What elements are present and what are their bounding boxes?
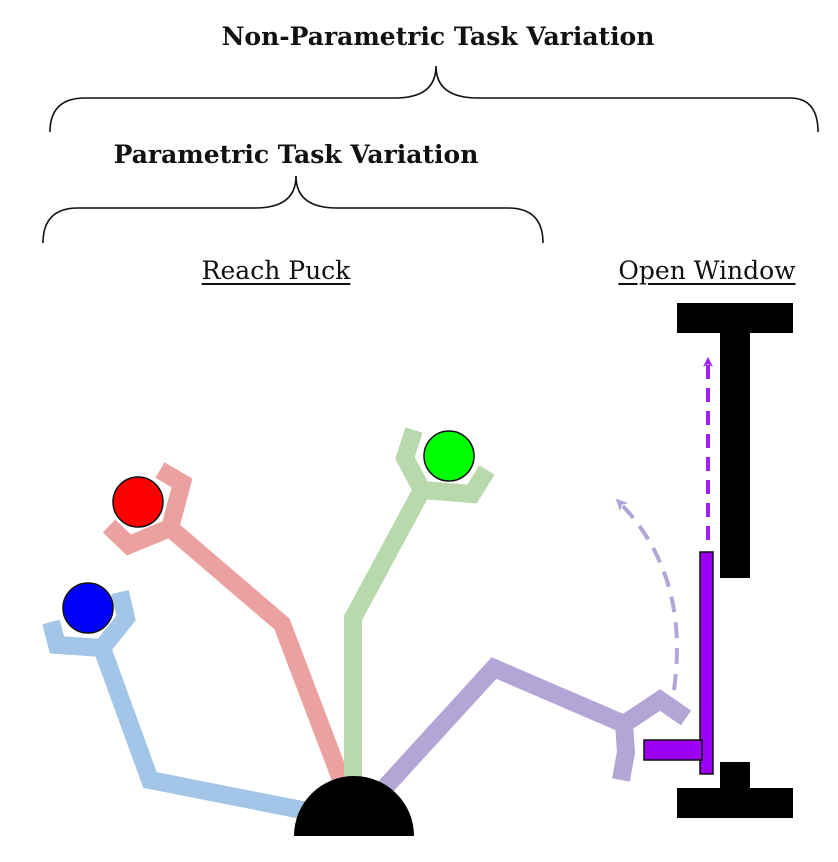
- parametric-title: Parametric Task Variation: [113, 140, 479, 169]
- window-handle: [643, 551, 714, 775]
- curved-arrow: [615, 498, 679, 691]
- window-frame: [677, 303, 793, 818]
- green-arm: [344, 427, 495, 780]
- open-window-label: Open Window: [618, 256, 796, 285]
- red-arm: [102, 462, 351, 786]
- red-puck: [112, 476, 164, 528]
- non-parametric-title: Non-Parametric Task Variation: [221, 22, 655, 51]
- reach-puck-label: Reach Puck: [201, 256, 351, 285]
- parametric-brace: [42, 175, 544, 244]
- purple-arm: [371, 657, 692, 802]
- non-parametric-brace: [49, 65, 819, 133]
- blue-arm: [42, 589, 314, 821]
- green-puck: [423, 430, 475, 482]
- robot-base: [294, 776, 414, 836]
- blue-puck: [62, 582, 114, 634]
